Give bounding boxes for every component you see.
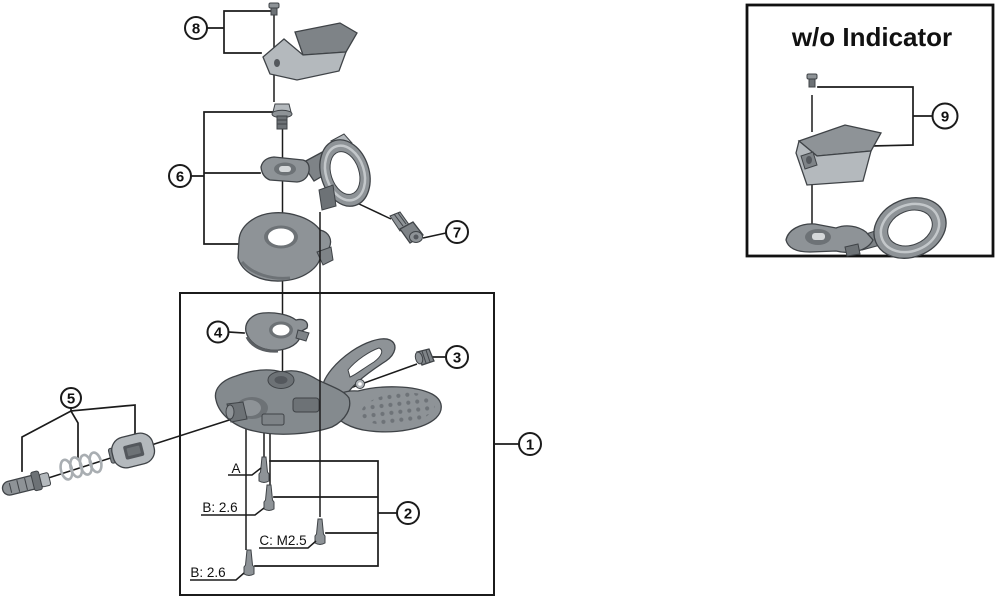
fastener-screw-a [258,456,270,483]
label-b-lower: B: 2.6 [190,565,245,581]
callout-6: 6 [168,164,192,188]
label-a: A [228,461,262,476]
callout-5-number: 5 [67,390,75,407]
fixing-bolt-part [271,103,293,130]
return-spring-part [59,451,103,481]
inset-title: w/o Indicator [791,22,952,52]
fastener-screw-c [314,518,326,545]
fastener-screw-b-lower [243,549,255,576]
callout-4: 4 [206,320,230,344]
callout-1: 1 [518,432,542,456]
callout-3: 3 [445,345,469,369]
callout-7-number: 7 [453,224,461,241]
callout-9-number: 9 [941,108,949,125]
label-c-text: C: M2.5 [259,533,306,548]
cover-plate-part [245,312,310,353]
callout-9: 9 [931,102,959,130]
inset-bracket-clamp-part [785,197,947,259]
shifter-body-assembly [214,338,442,435]
callout-bracket-lines [21,10,933,567]
fastener-screw-b-upper [263,484,275,511]
callout-4-number: 4 [214,324,223,341]
inset-box [745,3,995,258]
bracket-clamp-part [260,133,371,211]
label-b-upper-text: B: 2.6 [202,500,237,515]
callout-8: 8 [184,16,208,40]
callout-5: 5 [60,387,82,409]
inset-cover-screw [806,73,818,88]
callout-2: 2 [396,501,420,525]
callout-2-number: 2 [404,505,412,522]
lower-cover-part [237,212,334,282]
label-b-upper: B: 2.6 [201,500,265,516]
cable-adjuster-cap-part [414,348,435,366]
assembly-axis-lines [13,13,813,550]
indicator-cover-screw [268,2,280,16]
main-assembly-box [179,292,495,596]
callout-1-number: 1 [526,436,534,453]
callout-8-number: 8 [192,20,200,37]
inset-cover-part [795,124,882,186]
anchor-bolt-part [1,470,52,496]
label-b-lower-text: B: 2.6 [190,565,225,580]
callout-7: 7 [445,220,469,244]
callout-6-number: 6 [176,168,184,185]
label-a-text: A [231,461,240,476]
clamp-bolt-part [389,211,424,244]
indicator-cover-part [262,22,358,81]
cable-anchor-part [107,432,156,469]
callout-3-number: 3 [453,349,461,366]
label-c: C: M2.5 [259,533,317,549]
